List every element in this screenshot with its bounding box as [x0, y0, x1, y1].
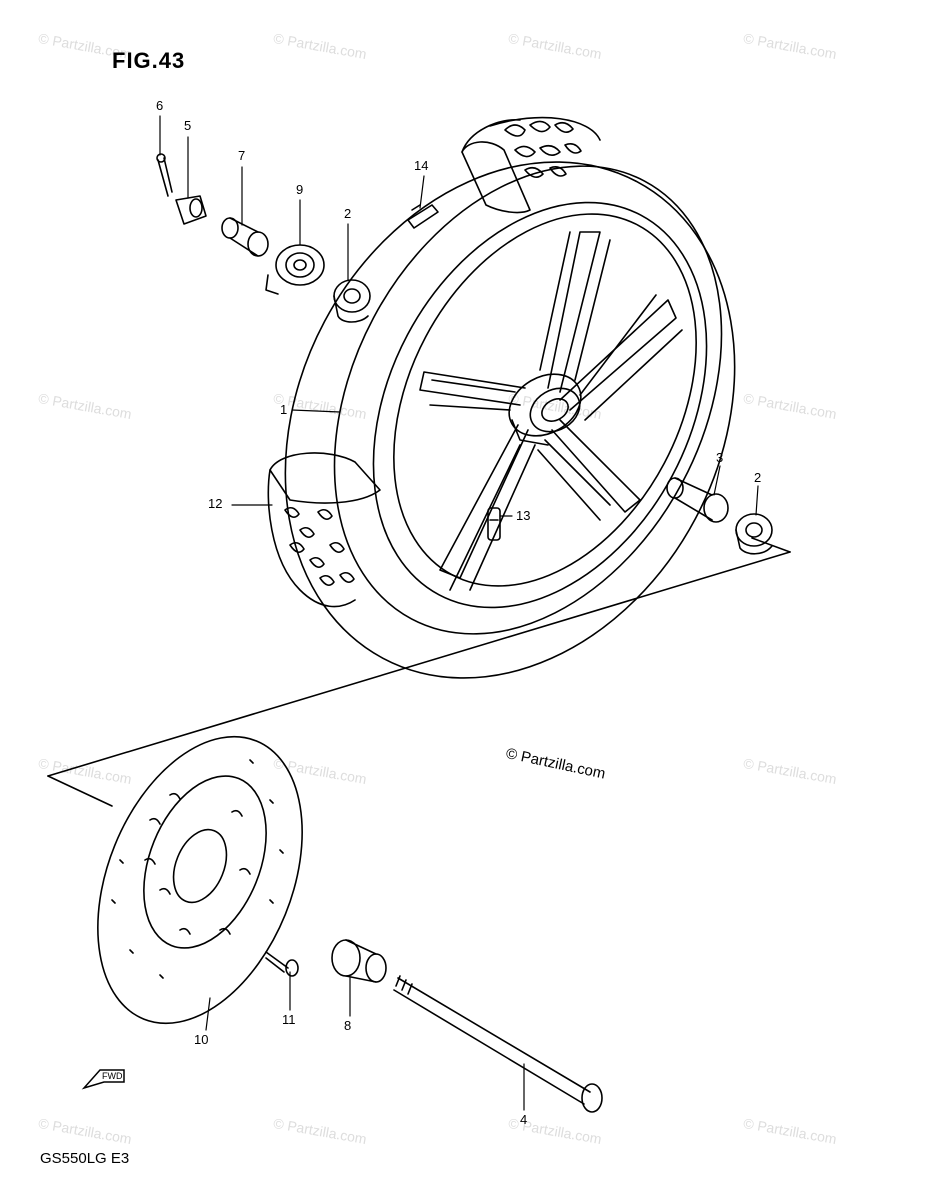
callout-label: 2 [754, 470, 762, 485]
figure-title: FIG.43 [112, 48, 186, 73]
leader-lines [159, 115, 759, 1111]
tire [267, 116, 736, 679]
model-code: GS550LG E3 [40, 1150, 130, 1167]
front-axle-part [393, 975, 603, 1113]
callout-label: 14 [414, 158, 429, 173]
callout-label: 12 [208, 496, 223, 511]
callout-label: 2 [344, 206, 352, 221]
callout-label: 1 [280, 402, 288, 417]
callout-label: 11 [282, 1012, 296, 1027]
callout-label: 13 [516, 508, 531, 523]
nut-part [175, 195, 207, 225]
callout-label: 7 [238, 148, 246, 163]
callout-label: 3 [716, 450, 724, 465]
fwd-label: FWD [84, 1068, 124, 1090]
separation-plane [47, 537, 791, 807]
balance-weight-part [407, 204, 439, 229]
fwd-arrow-icon [81, 1069, 125, 1090]
valve-part [487, 507, 501, 541]
axle-collar-part [331, 939, 387, 983]
wheel-hub [508, 373, 582, 446]
callout-label: 4 [520, 1112, 528, 1127]
gearbox-part [265, 244, 325, 295]
fwd-text: FWD [102, 1071, 123, 1081]
wheel-rim [372, 201, 708, 609]
callout-label: 8 [344, 1018, 352, 1033]
callout-label: 9 [296, 182, 304, 197]
callout-label: 10 [194, 1032, 209, 1047]
spacer-part [666, 477, 729, 523]
callout-label: 6 [156, 98, 164, 113]
disc-bolt-part [265, 951, 299, 977]
bearing-part [333, 279, 371, 323]
cotter-pin-part [156, 153, 173, 197]
brake-disc-part [97, 735, 303, 1025]
spacer-part [221, 217, 269, 257]
callout-label: 5 [184, 118, 192, 133]
bearing-part [735, 513, 773, 555]
